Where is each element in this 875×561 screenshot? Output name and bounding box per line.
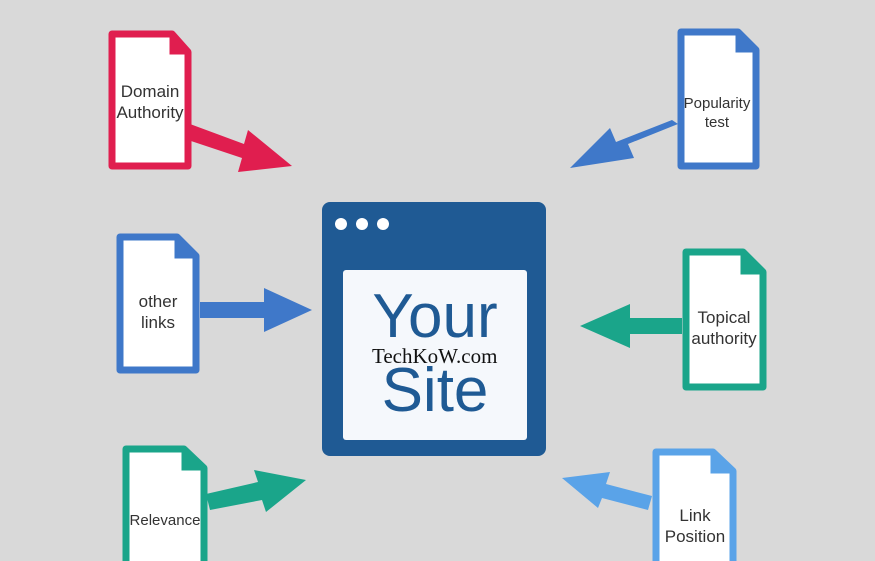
window-dot-3 (377, 218, 389, 230)
domain-authority-label: Domain Authority (116, 81, 184, 122)
site-title-line2: Site (381, 356, 489, 425)
domain-authority-document (108, 30, 192, 170)
link-position-label: Link Position (664, 505, 726, 546)
popularity-test-document (677, 28, 760, 170)
topical-authority-document (682, 248, 767, 391)
browser-window (322, 202, 546, 456)
popularity-test-label: Popularity test (683, 95, 751, 131)
link-position-arrow (562, 472, 652, 510)
topical-authority-arrow (580, 304, 682, 348)
other-links-document (116, 233, 200, 374)
domain-authority-arrow (188, 124, 292, 172)
other-links-arrow (200, 288, 312, 332)
window-dot-1 (335, 218, 347, 230)
popularity-test-arrow (570, 120, 678, 168)
relevance-document (122, 445, 208, 561)
link-position-document (652, 448, 737, 561)
other-links-label: other links (138, 291, 178, 332)
relevance-label: Relevance (129, 511, 201, 529)
watermark: TechKoW.com (372, 344, 498, 368)
relevance-arrow (206, 470, 306, 512)
window-dot-2 (356, 218, 368, 230)
topical-authority-label: Topical authority (691, 307, 757, 348)
site-title-line1: Your (372, 282, 498, 351)
